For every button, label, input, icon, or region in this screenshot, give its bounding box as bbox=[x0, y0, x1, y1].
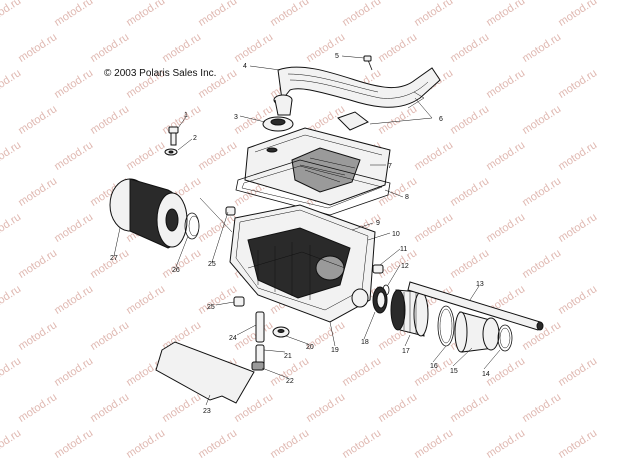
callout-12: 12 bbox=[401, 263, 409, 270]
callout-14: 14 bbox=[482, 371, 490, 378]
copyright-text: © 2003 Polaris Sales Inc. bbox=[104, 68, 217, 79]
callout-6: 6 bbox=[439, 116, 443, 123]
callout-21: 21 bbox=[284, 353, 292, 360]
clamp-ring bbox=[437, 305, 455, 347]
callout-5: 5 bbox=[335, 53, 339, 60]
intake-tube bbox=[407, 281, 544, 331]
callout-25-lower: 25 bbox=[207, 304, 215, 311]
callout-19: 19 bbox=[331, 347, 339, 354]
callout-22: 22 bbox=[286, 378, 294, 385]
leader-lines bbox=[113, 55, 501, 406]
drain-cap bbox=[272, 326, 290, 338]
lid-gasket bbox=[235, 159, 391, 216]
callout-11: 11 bbox=[400, 246, 407, 253]
airbox-lid bbox=[244, 127, 391, 206]
foam-pad bbox=[155, 341, 255, 404]
bolt bbox=[168, 126, 179, 146]
callout-17: 17 bbox=[402, 348, 410, 355]
drain-tube bbox=[251, 311, 265, 371]
callout-8: 8 bbox=[405, 194, 409, 201]
drain-plug-upper bbox=[225, 206, 236, 216]
screw bbox=[363, 55, 373, 71]
callout-23: 23 bbox=[203, 408, 211, 415]
callout-27: 27 bbox=[110, 255, 118, 262]
callout-18: 18 bbox=[361, 339, 369, 346]
seal-pad bbox=[337, 91, 425, 131]
callout-25-upper: 25 bbox=[208, 261, 216, 268]
callout-20: 20 bbox=[306, 344, 314, 351]
callout-labels: 1 2 3 4 5 6 7 8 9 10 11 12 13 14 15 16 1… bbox=[110, 53, 490, 415]
adapter bbox=[390, 289, 429, 337]
callout-15: 15 bbox=[450, 368, 458, 375]
intake-duct bbox=[273, 66, 441, 116]
callout-26: 26 bbox=[172, 267, 180, 274]
fitting bbox=[372, 264, 384, 274]
intake-boot bbox=[454, 311, 500, 353]
callout-24: 24 bbox=[229, 335, 237, 342]
callout-16: 16 bbox=[430, 363, 438, 370]
callout-9: 9 bbox=[376, 220, 380, 227]
callout-2: 2 bbox=[193, 135, 197, 142]
airbox-housing bbox=[229, 204, 376, 323]
ring-seal bbox=[372, 286, 388, 314]
callout-3: 3 bbox=[234, 114, 238, 121]
hose-clamp bbox=[497, 324, 513, 352]
grommet bbox=[262, 116, 294, 132]
callout-1: 1 bbox=[184, 112, 188, 119]
air-filter bbox=[109, 178, 188, 249]
drain-plug-lower bbox=[233, 296, 245, 307]
callout-10: 10 bbox=[392, 231, 400, 238]
callout-4: 4 bbox=[243, 63, 247, 70]
washer bbox=[164, 148, 178, 156]
filter-clamp bbox=[184, 212, 200, 240]
callout-13: 13 bbox=[476, 281, 484, 288]
callout-7: 7 bbox=[388, 163, 392, 170]
